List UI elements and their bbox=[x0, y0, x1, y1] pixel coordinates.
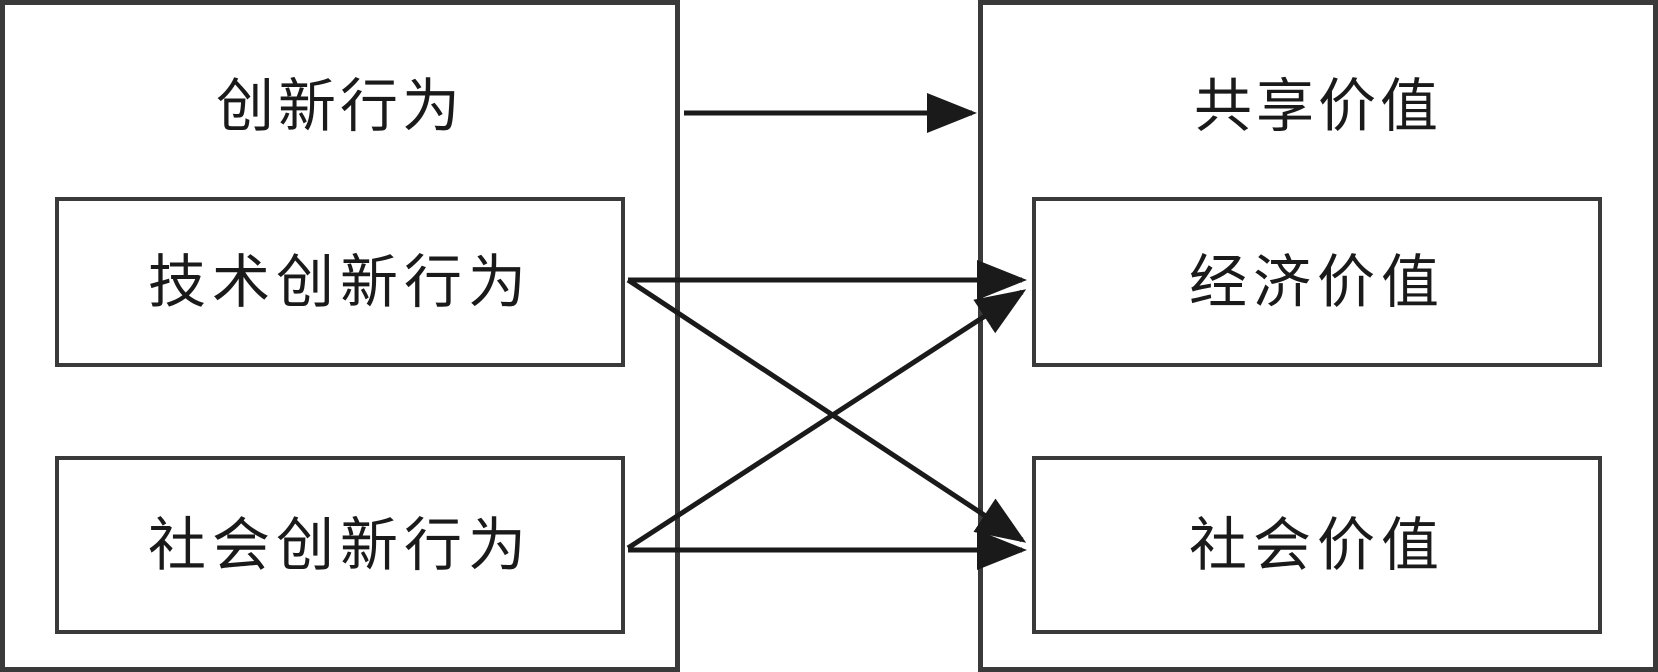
technical-innovation-label: 技术创新行为 bbox=[147, 248, 532, 316]
social-innovation-label: 社会创新行为 bbox=[147, 511, 532, 579]
social-value-node: 社会价值 bbox=[1032, 456, 1602, 634]
economic-value-node: 经济价值 bbox=[1032, 197, 1602, 367]
innovation-behavior-title: 创新行为 bbox=[215, 72, 464, 140]
social-innovation-node: 社会创新行为 bbox=[55, 456, 625, 634]
economic-value-label: 经济价值 bbox=[1188, 248, 1445, 316]
technical-innovation-node: 技术创新行为 bbox=[55, 197, 625, 367]
arrow-technical-to-social-value bbox=[626, 277, 1027, 543]
arrow-social-innovation-to-economic bbox=[626, 289, 1027, 551]
shared-value-title: 共享价值 bbox=[1193, 72, 1442, 140]
social-value-label: 社会价值 bbox=[1188, 511, 1445, 579]
